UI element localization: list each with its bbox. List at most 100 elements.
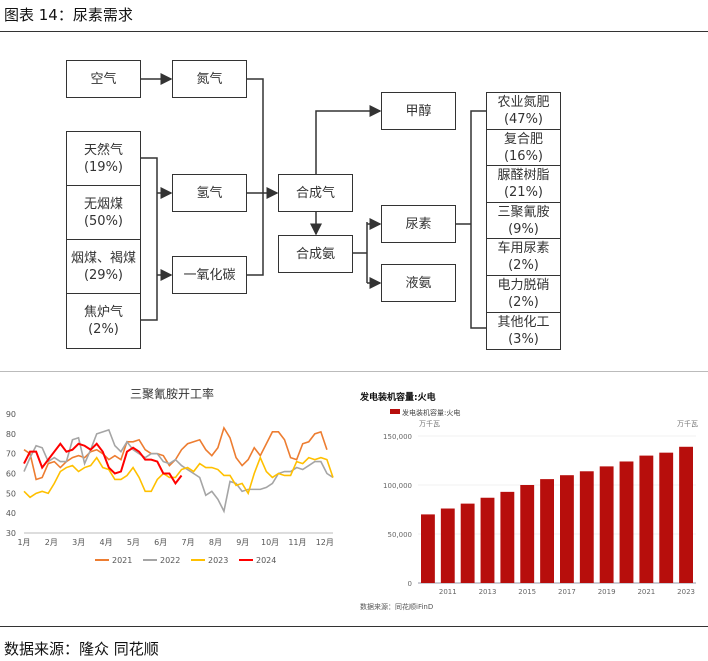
x-tick-label: 3月 [72,538,85,547]
uses-bracket [470,110,486,329]
box-name: 烟煤、褐煤 [70,250,136,266]
x-tick-label: 7月 [182,538,195,547]
box-name: 无烟煤 [83,196,123,212]
bar-2019 [599,466,614,583]
box-share: (50%) [83,213,124,229]
x-tick-label: 8月 [209,538,222,547]
x-tick-label: 2021 [637,588,655,596]
bar-2017 [560,475,574,583]
x-tick-label: 10月 [261,538,279,547]
y-tick-label: 80 [6,430,16,439]
x-tick-label: 11月 [288,538,306,547]
y-tick-label: 40 [6,509,16,518]
box-share: (2%) [508,295,539,311]
x-tick-label: 2019 [598,588,616,596]
bar-2018 [579,471,594,583]
x-tick-label: 2017 [558,588,576,596]
bar-2014 [500,491,515,583]
bar-2016 [540,479,554,583]
series-line-2022 [23,428,334,514]
use-box: 三聚氰胺(9%) [486,201,561,240]
y-tick-label: 150,000 [383,433,412,441]
node-synthetic-ammonia: 合成氨 [278,235,353,273]
node-nitrogen: 氮气 [172,60,247,98]
box-name: 脲醛树脂 [497,168,550,184]
node-liquid-ammonia: 液氨 [381,264,456,302]
top-divider [0,31,708,32]
source-box: 烟煤、褐煤(29%) [66,239,141,295]
x-tick-label: 2月 [45,538,58,547]
legend-label: 发电装机容量:火电 [402,408,460,417]
box-name: 天然气 [83,142,123,158]
node-methanol: 甲醇 [381,92,456,130]
unit-right: 万千瓦 [677,419,698,428]
use-box: 电力脱硝(2%) [486,275,561,314]
use-box: 农业氮肥(47%) [486,92,561,131]
use-box: 复合肥(16%) [486,128,561,167]
box-share: (16%) [503,148,544,164]
box-name: 车用尿素 [497,241,550,257]
gas-bracket [247,78,264,276]
legend-swatch [390,409,400,414]
node-label: 合成气 [295,185,335,201]
node-label: 氮气 [196,71,223,87]
x-tick-label: 2023 [677,588,695,596]
middle-divider [0,371,708,372]
bar-2012 [460,503,475,583]
y-tick-label: 100,000 [383,482,412,490]
bottom-divider [0,626,708,627]
box-share: (21%) [503,185,544,201]
node-carbon-monoxide: 一氧化碳 [172,256,247,294]
box-name: 电力脱硝 [497,278,550,294]
source-box: 无烟煤(50%) [66,185,141,241]
box-share: (3%) [508,331,539,347]
node-hydrogen: 氢气 [172,174,247,212]
box-share: (29%) [83,267,124,283]
bar-2020 [619,461,634,583]
box-share: (9%) [508,221,539,237]
bar-2015 [520,485,535,583]
chart-title: 发电装机容量:火电 [359,391,436,403]
node-air: 空气 [66,60,141,98]
y-tick-label: 50,000 [388,531,413,539]
bar-chart-thermal-power-capacity: 发电装机容量:火电发电装机容量:火电万千瓦万千瓦050,000100,00015… [359,391,698,611]
node-label: 氢气 [196,185,223,201]
y-tick-label: 30 [6,529,16,538]
node-label: 空气 [90,71,117,87]
use-box: 脲醛树脂(21%) [486,165,561,204]
box-name: 农业氮肥 [497,95,550,111]
box-share: (2%) [508,258,539,274]
bar-2013 [480,497,495,583]
figure-title: 图表 14：尿素需求 [4,6,133,24]
box-name: 焦炉气 [83,304,123,320]
box-share: (47%) [503,112,544,128]
footer-source: 数据来源：隆众 同花顺 [4,640,159,658]
legend-label: 2021 [112,556,132,565]
y-tick-label: 60 [6,470,16,479]
node-syngas: 合成气 [278,174,353,212]
unit-left: 万千瓦 [419,419,440,428]
x-tick-label: 12月 [316,538,334,547]
x-tick-label: 2011 [439,588,457,596]
y-tick-label: 70 [6,450,16,459]
box-name: 三聚氰胺 [497,204,550,220]
diagram-connectors [141,73,486,329]
x-tick-label: 2015 [518,588,536,596]
bar-2023 [679,446,693,583]
bar-2010 [421,514,435,583]
series-line-2023 [23,455,334,499]
source-box: 天然气(19%) [66,131,141,187]
x-tick-label: 5月 [127,538,140,547]
y-tick-label: 50 [6,489,16,498]
box-share: (2%) [88,321,119,337]
box-name: 复合肥 [503,131,543,147]
x-tick-label: 9月 [236,538,249,547]
box-name: 其他化工 [497,314,550,330]
node-label: 一氧化碳 [183,267,236,283]
bar-2021 [639,455,654,583]
chart-title: 三聚氰胺开工率 [130,386,214,401]
arrow-to-methanol [315,105,382,174]
series-line-2024 [23,442,183,486]
